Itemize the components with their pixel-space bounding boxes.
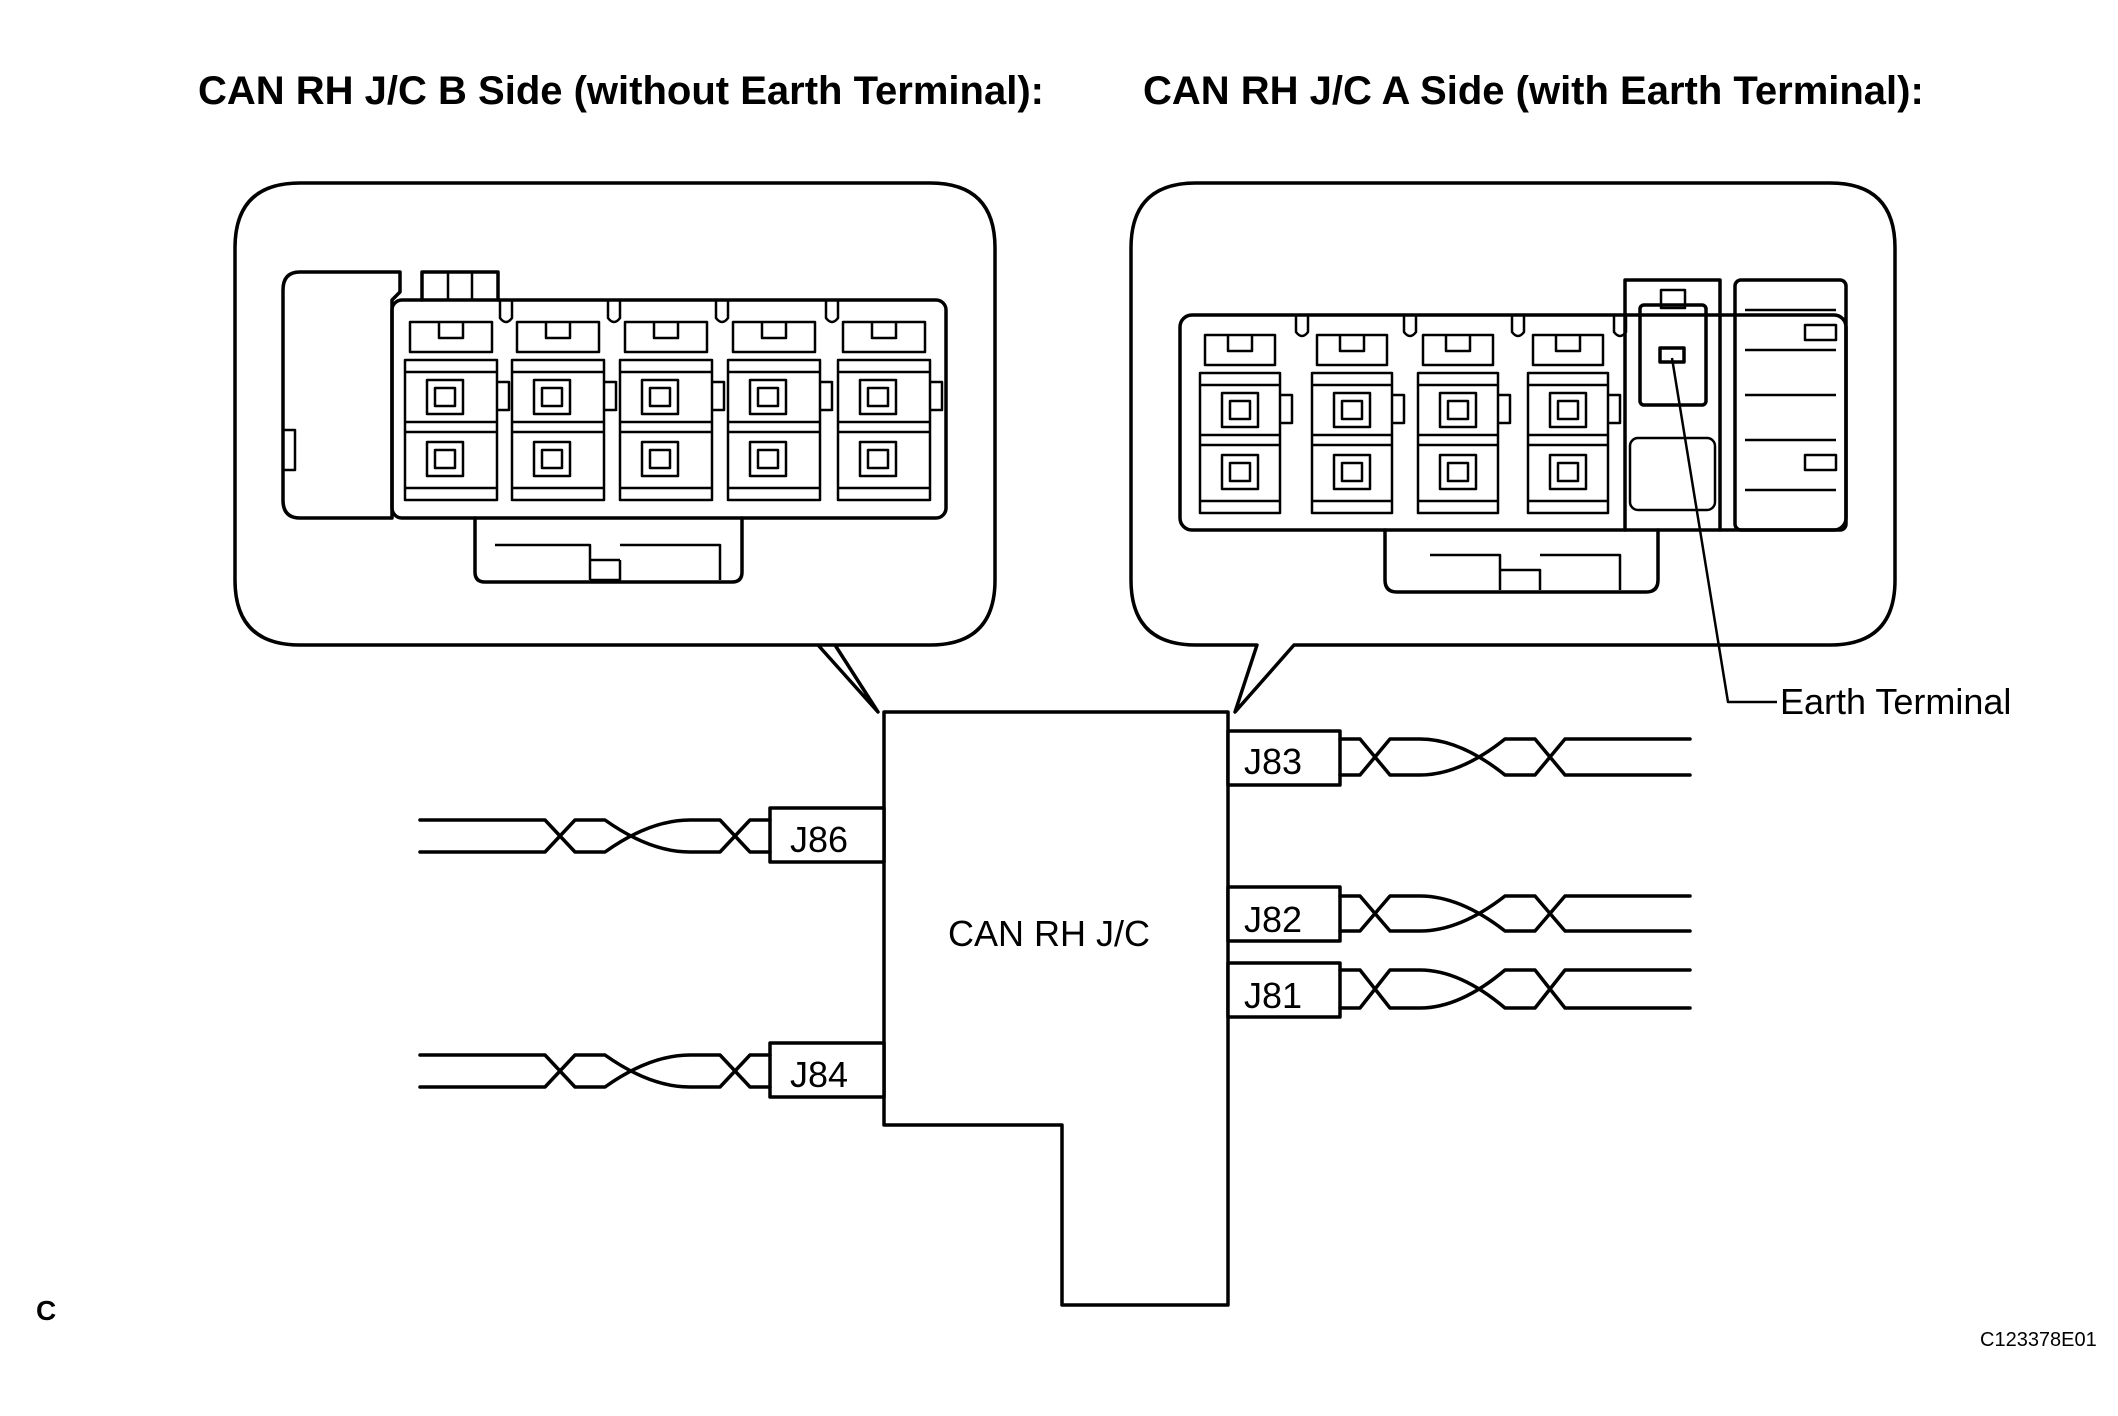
connector-j84-label: J84 [790,1054,848,1095]
terminal-cavity [1310,333,1406,515]
terminal-cavity [726,320,834,502]
connector-j84: J84 [768,1041,886,1099]
a-side-title: CAN RH J/C A Side (with Earth Terminal): [1143,69,1924,113]
b-side-title: CAN RH J/C B Side (without Earth Termina… [198,69,1044,113]
terminal-cavity [1526,333,1622,515]
junction-connector-label: CAN RH J/C [948,913,1150,954]
a-side-callout [1129,181,1897,714]
twisted-pair-j82 [1338,894,1692,933]
connector-j82: J82 [1226,885,1342,943]
connector-j82-label: J82 [1244,899,1302,940]
junction-connector-body [882,710,1230,1307]
connector-j83: J83 [1226,729,1342,787]
twisted-pair-j83 [1338,737,1692,777]
earth-terminal-label: Earth Terminal [1780,681,2011,722]
a-side-connector-face [1178,278,1848,594]
corner-mark: C [36,1295,56,1326]
twisted-pair-j86 [418,818,772,854]
earth-terminal-leader [1670,357,1777,704]
b-side-connector-face [281,270,948,584]
twisted-pair-j84 [418,1053,772,1089]
figure-id: C123378E01 [1980,1329,2097,1351]
connector-j83-label: J83 [1244,741,1302,782]
terminal-cavity [510,320,618,502]
terminal-cavity [618,320,726,502]
twisted-pair-j81 [1338,968,1692,1010]
terminal-cavity [1198,333,1294,515]
connector-j86-label: J86 [790,819,848,860]
terminal-cavity [836,320,944,502]
connector-j86: J86 [768,806,886,864]
terminal-cavity [403,320,511,502]
connector-j81-label: J81 [1244,975,1302,1016]
connector-j81: J81 [1226,961,1342,1019]
terminal-cavity [1416,333,1512,515]
b-side-callout [233,181,997,714]
